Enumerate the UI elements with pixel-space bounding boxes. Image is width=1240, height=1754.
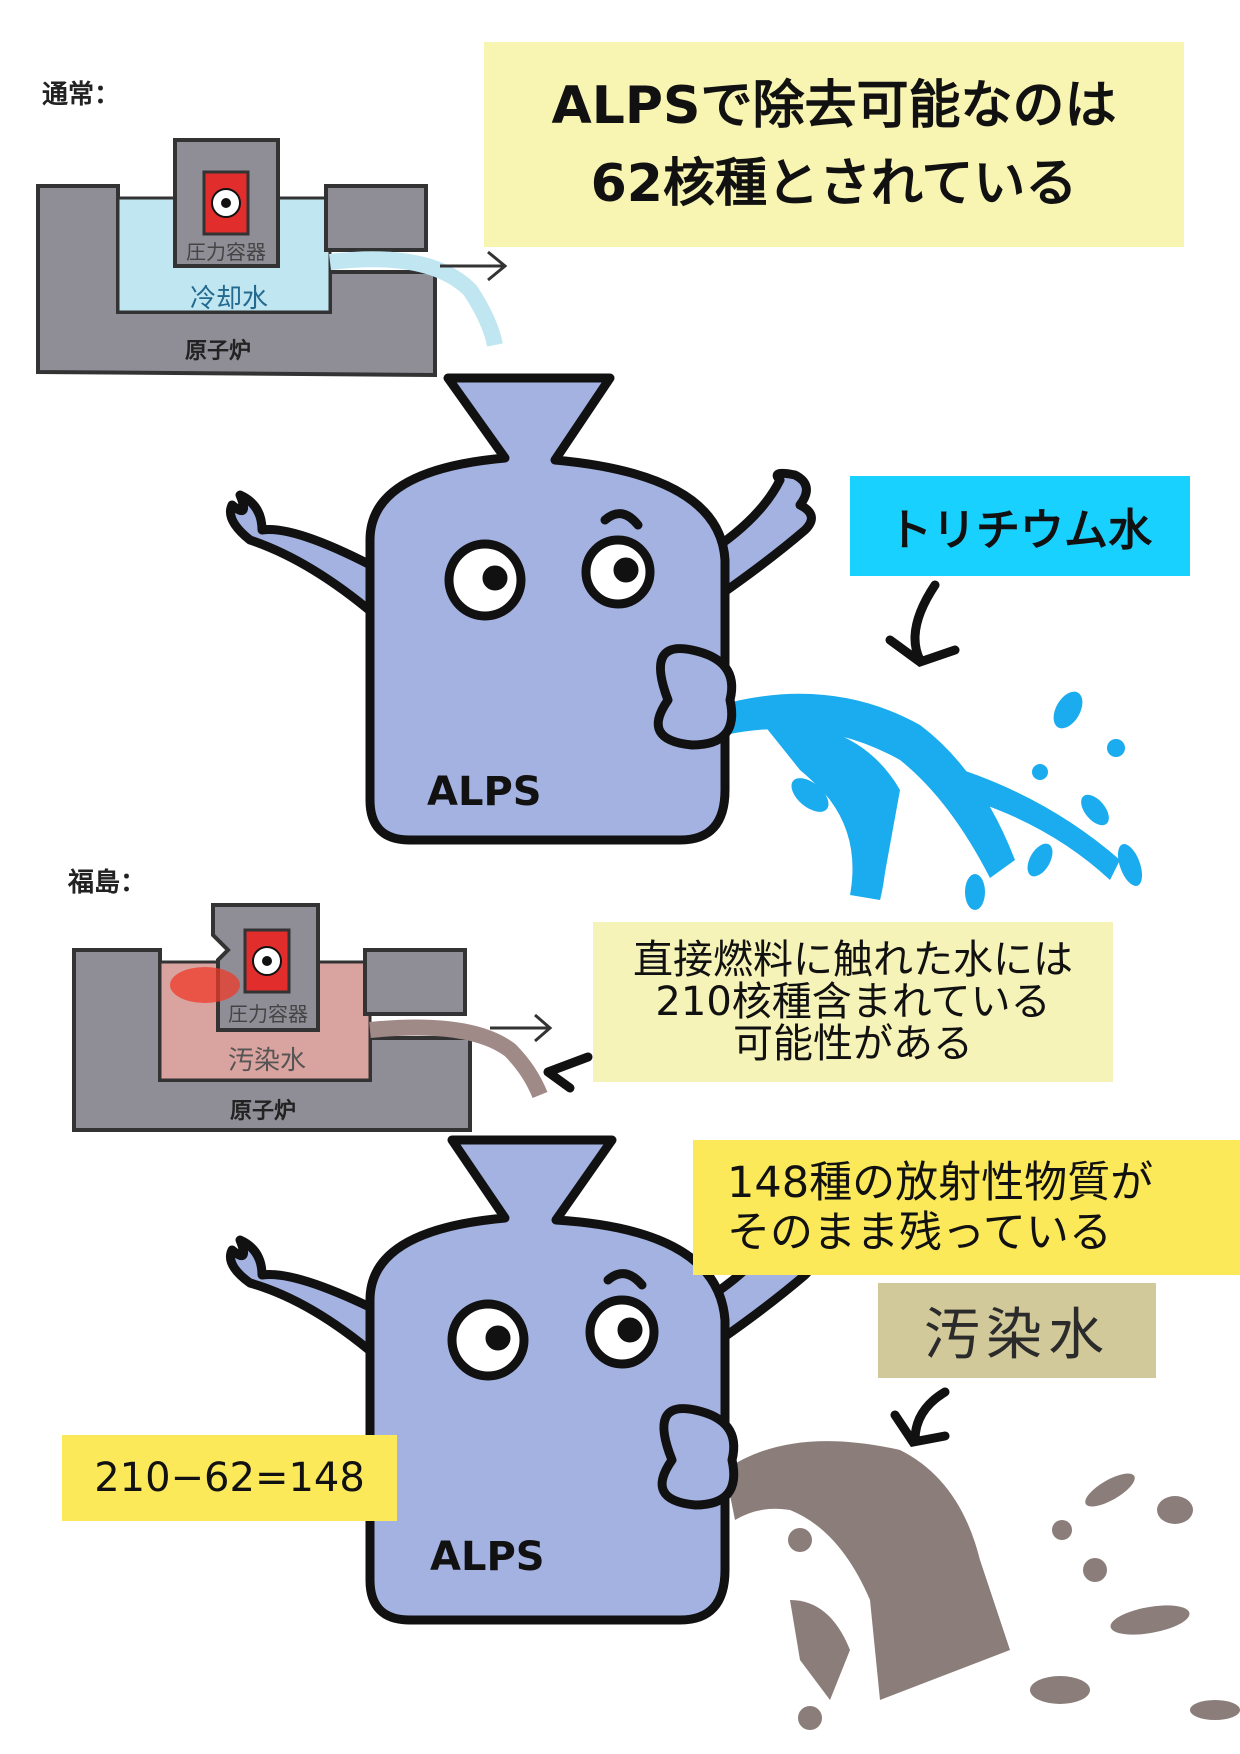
fukushima-pressure-vessel-label: 圧力容器: [228, 1002, 308, 1026]
mascot-label-top: ALPS: [427, 769, 542, 815]
title-line-2: 62核種とされている: [590, 153, 1078, 214]
tritium-water-spray: [720, 691, 1143, 910]
contaminated-water-spray: [725, 1441, 1240, 1730]
title-box: ALPSで除去可能なのは 62核種とされている: [484, 42, 1184, 247]
normal-label: 通常：: [42, 80, 121, 110]
arrow-to-contaminated: [890, 1387, 950, 1447]
alps-mascot-top: [226, 373, 816, 845]
title-line-1: ALPSで除去可能なのは: [551, 75, 1117, 136]
normal-reactor-diagram: [36, 138, 508, 378]
equation-box: 210−62=148: [62, 1435, 397, 1521]
remaining-line-1: 148種の放射性物質が: [727, 1157, 1154, 1208]
radiation-icon: [221, 198, 231, 208]
direct-contact-box: 直接燃料に触れた水には 210核種含まれている 可能性がある: [593, 922, 1113, 1082]
pressure-vessel-label: 圧力容器: [186, 240, 266, 264]
coolant-label: 冷却水: [190, 284, 269, 314]
fukushima-coolant-label: 汚染水: [228, 1046, 307, 1076]
radiation-icon-fukushima: [262, 956, 272, 966]
direct-contact-line-3: 可能性がある: [733, 1021, 973, 1067]
reactor-label: 原子炉: [185, 339, 252, 364]
remaining-line-2: そのまま残っている: [727, 1207, 1112, 1258]
fukushima-label: 福島：: [68, 868, 147, 898]
fukushima-reactor-diagram: [72, 903, 553, 1132]
direct-contact-line-2: 210核種含まれている: [655, 979, 1051, 1025]
direct-contact-line-1: 直接燃料に触れた水には: [633, 937, 1073, 983]
contaminated-water-label: 汚染水: [878, 1283, 1156, 1378]
mascot-label-bottom: ALPS: [430, 1534, 545, 1580]
fukushima-reactor-label: 原子炉: [230, 1099, 297, 1124]
arrow-to-tritium: [885, 580, 960, 668]
remaining-substances-box: 148種の放射性物質が そのまま残っている: [693, 1140, 1240, 1275]
tritium-water-label: トリチウム水: [850, 476, 1190, 576]
arrow-to-fukushima: [543, 1052, 593, 1093]
